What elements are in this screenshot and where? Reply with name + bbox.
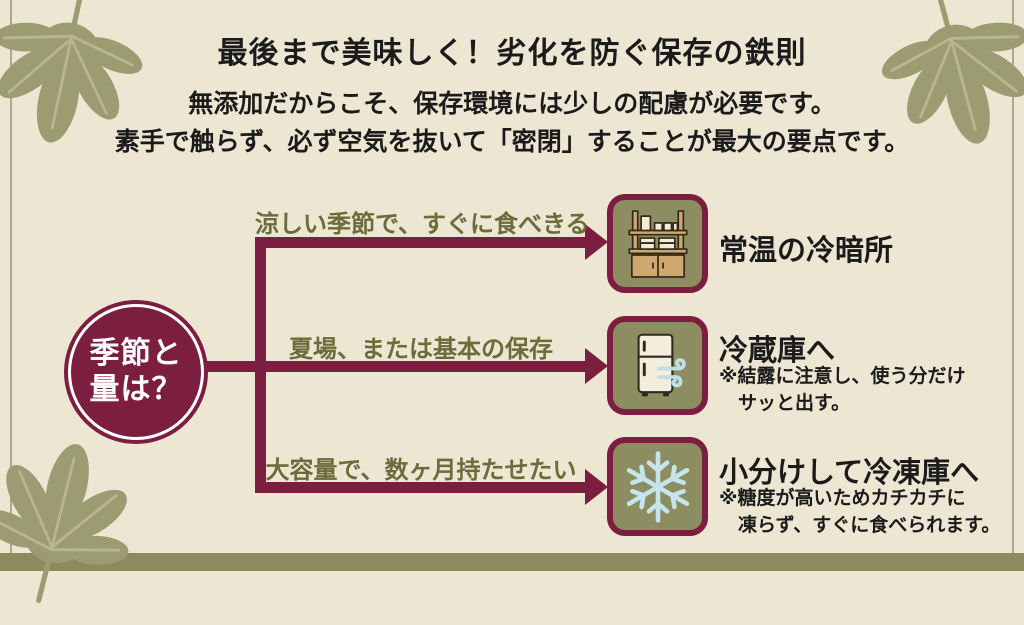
- subtitle-line-1: 無添加だからこそ、保存環境には少しの配慮が必要です。: [188, 89, 836, 118]
- question-circle: 季節と 量は？: [64, 300, 208, 444]
- flow-arrow-shaft-2: [196, 361, 587, 372]
- result-icon-box-2: [607, 316, 708, 415]
- refrigerator-icon: [637, 333, 686, 396]
- result-title-3: 小分けして冷凍庫へ: [719, 455, 980, 489]
- branch-label-2: 夏場、または基本の保存: [289, 335, 553, 363]
- result-note-3-line-1: ※糖度が高いためカチカチに: [719, 487, 966, 509]
- page-title: 最後まで美味しく！劣化を防ぐ保存の鉄則: [217, 36, 807, 71]
- flow-arrow-shaft-3: [255, 482, 587, 493]
- result-note-2: ※結露に注意し、使う分だけ サッと出す。: [719, 363, 965, 417]
- fig-leaf-icon: [0, 0, 143, 143]
- result-note-2-line-1: ※結露に注意し、使う分だけ: [719, 365, 966, 387]
- flow-arrowhead-2: [585, 348, 608, 384]
- result-note-2-line-2: サッと出す。: [738, 392, 851, 414]
- result-note-3-line-2: 凍らず、すぐに食べられます。: [738, 514, 1001, 536]
- pantry-shelf-icon: [627, 209, 688, 278]
- bottom-band: [0, 553, 1024, 571]
- subtitle-line-2: 素手で触らず、必ず空気を抜いて「密閉」することが最大の要点です。: [114, 127, 910, 156]
- result-icon-box-3: [607, 437, 708, 536]
- branch-label-1: 涼しい季節で、すぐに食べきる: [255, 210, 590, 238]
- frame-line-right: [1012, 0, 1014, 553]
- flow-arrowhead-1: [585, 224, 608, 260]
- frame-line-left: [10, 0, 12, 553]
- snowflake-icon: [626, 450, 689, 523]
- fig-leaf-icon: [881, 0, 1024, 144]
- result-title-1: 常温の冷暗所: [719, 233, 894, 267]
- result-note-3: ※糖度が高いためカチカチに 凍らず、すぐに食べられます。: [719, 485, 1000, 539]
- fig-leaf-icon: [0, 444, 129, 604]
- flow-arrowhead-3: [585, 469, 608, 505]
- result-title-2: 冷蔵庫へ: [719, 333, 836, 367]
- branch-label-3: 大容量で、数ヶ月持たせたい: [265, 456, 577, 484]
- question-circle-ring: [68, 304, 204, 440]
- flow-arrow-shaft-1: [255, 237, 587, 248]
- result-icon-box-1: [607, 194, 708, 293]
